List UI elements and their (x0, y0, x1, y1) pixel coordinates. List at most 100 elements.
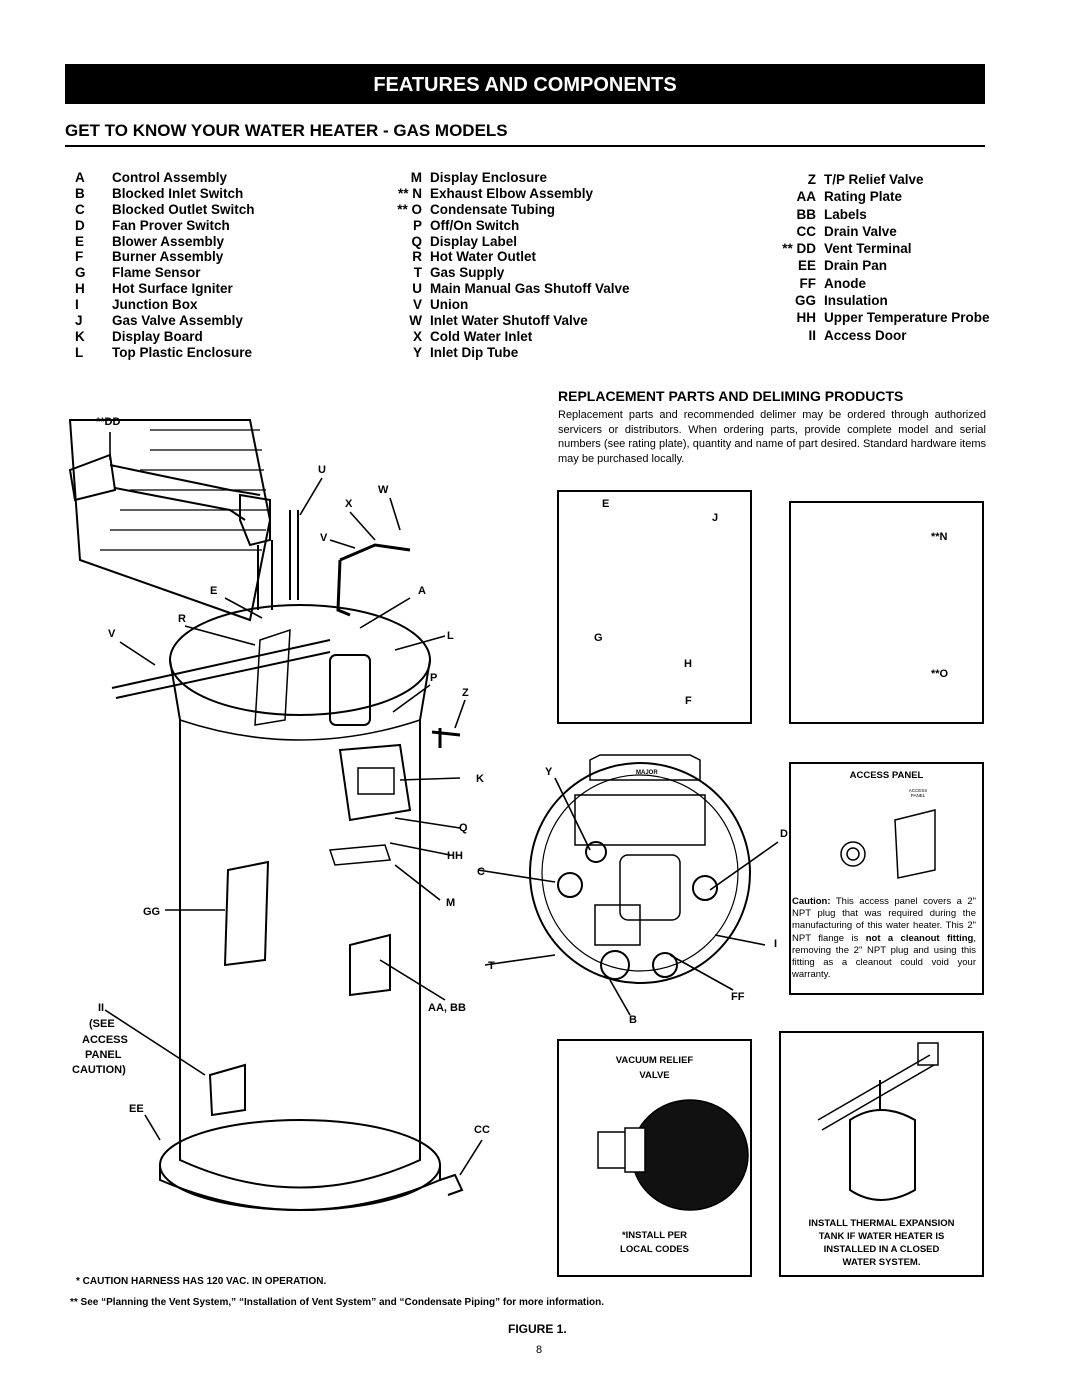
callout-o: **O (931, 668, 949, 680)
callout-y: Y (545, 766, 553, 778)
legend-item: A Control Assembly (65, 170, 255, 186)
caution-bold: Caution: (792, 896, 831, 907)
callout-l: L (447, 630, 454, 642)
legend-label: Upper Temperature Probe (824, 310, 990, 326)
legend-key: Q (411, 233, 422, 249)
callout-p: P (430, 672, 438, 684)
blower-burner-box: E J G H F (557, 490, 752, 724)
legend-key: P (412, 217, 422, 233)
access-panel-box: ACCESS PANEL ACCESS PANEL (789, 762, 984, 995)
insulation-cutaway (223, 860, 270, 967)
callout-w: W (378, 484, 389, 496)
gas-supply-pipe (111, 639, 331, 699)
callout-b: B (629, 1014, 637, 1026)
legend-key: BB (796, 206, 817, 222)
expansion-line-4: WATER SYSTEM. (842, 1257, 921, 1268)
legend-label: Gas Supply (430, 265, 505, 281)
legend-label: Drain Pan (824, 258, 888, 274)
legend-label: Cold Water Inlet (430, 328, 533, 344)
expansion-line-2: TANK IF WATER HEATER IS (818, 1231, 945, 1242)
vacuum-relief-title-1: VACUUM RELIEF (615, 1055, 694, 1066)
callout-hh: HH (447, 850, 463, 862)
callout-g: G (594, 632, 603, 644)
legend-key: AA (796, 189, 817, 205)
legend-label: Labels (824, 206, 867, 222)
legend-label: Vent Terminal (824, 241, 912, 257)
page-number: 8 (536, 1344, 543, 1356)
legend-label: Union (430, 297, 469, 313)
legend-key: K (75, 328, 85, 344)
legend-key: D (75, 217, 85, 233)
legend-key: ** DD (782, 241, 816, 257)
legend-label: Inlet Dip Tube (430, 344, 519, 360)
legend-label: Hot Surface Igniter (112, 281, 233, 297)
heater-top (169, 604, 431, 716)
legend-item: HH Upper Temperature Probe (750, 309, 990, 326)
access-door (208, 1063, 246, 1117)
brick-wall (68, 419, 272, 622)
callout-panel: PANEL (85, 1049, 122, 1061)
callout-z: Z (462, 687, 469, 699)
top-enclosure-window (329, 654, 371, 726)
legend-key: ** O (397, 201, 422, 217)
legend-key: GG (794, 293, 816, 309)
legend-key: M (410, 170, 422, 185)
footnote-harness: * CAUTION HARNESS HAS 120 VAC. IN OPERAT… (76, 1276, 327, 1287)
callout-e: E (210, 585, 218, 597)
callout-e-box: E (602, 498, 610, 510)
legend-key: HH (796, 310, 817, 326)
legend-label: Anode (824, 275, 866, 291)
legend-label: Display Board (112, 328, 203, 344)
caution-emph: not a cleanout fitting (865, 932, 974, 944)
legend-key: L (75, 344, 84, 360)
legend-item: T Gas Supply (372, 265, 630, 281)
legend-key: T (413, 265, 422, 281)
legend-label: Top Plastic Enclosure (112, 344, 253, 360)
callout-u: U (318, 464, 326, 476)
caution-text: This access panel covers a 2" NPT plug t… (792, 896, 976, 944)
legend-key: X (412, 328, 422, 344)
legend-label: Display Label (430, 233, 518, 249)
legend-item: E Blower Assembly (65, 234, 255, 250)
vacuum-relief-box: VACUUM RELIEF VALVE *INSTALL PER LOCAL C… (557, 1039, 752, 1277)
control-board (574, 794, 706, 846)
brick-lines (100, 429, 268, 551)
legend-label: Blocked Outlet Switch (112, 201, 255, 217)
callout-see: (SEE (89, 1018, 115, 1030)
legend-label: Off/On Switch (430, 217, 520, 233)
drain-pan (159, 1119, 441, 1211)
legend-label: Drain Valve (824, 223, 897, 239)
legend-key: U (412, 281, 422, 297)
board-label: MAJOR (636, 770, 658, 776)
legend-label: Control Assembly (112, 170, 228, 185)
legend-item: BB Labels (750, 206, 990, 223)
callout-h: H (684, 658, 692, 670)
exhaust-elbow-box: **N **O (789, 501, 984, 724)
expansion-line-3: INSTALLED IN A CLOSED (823, 1244, 940, 1255)
legend-key: A (75, 170, 85, 185)
vacuum-relief-note-2: LOCAL CODES (620, 1244, 689, 1255)
legend-label: Exhaust Elbow Assembly (430, 185, 594, 201)
legend-key: EE (797, 258, 816, 274)
section-banner: FEATURES AND COMPONENTS (65, 64, 985, 104)
legend-label: Blower Assembly (112, 233, 225, 249)
callout-d: D (780, 828, 788, 840)
callout-cc: CC (474, 1124, 490, 1136)
callout-aa-bb: AA, BB (428, 1002, 466, 1014)
legend-item: P Off/On Switch (372, 218, 630, 234)
legend-item: K Display Board (65, 329, 255, 345)
heater-tank (169, 659, 431, 1189)
callout-caution: CAUTION) (72, 1064, 126, 1076)
callout-v-top: V (320, 532, 328, 544)
legend-key: R (412, 249, 422, 265)
legend-key: E (75, 233, 85, 249)
